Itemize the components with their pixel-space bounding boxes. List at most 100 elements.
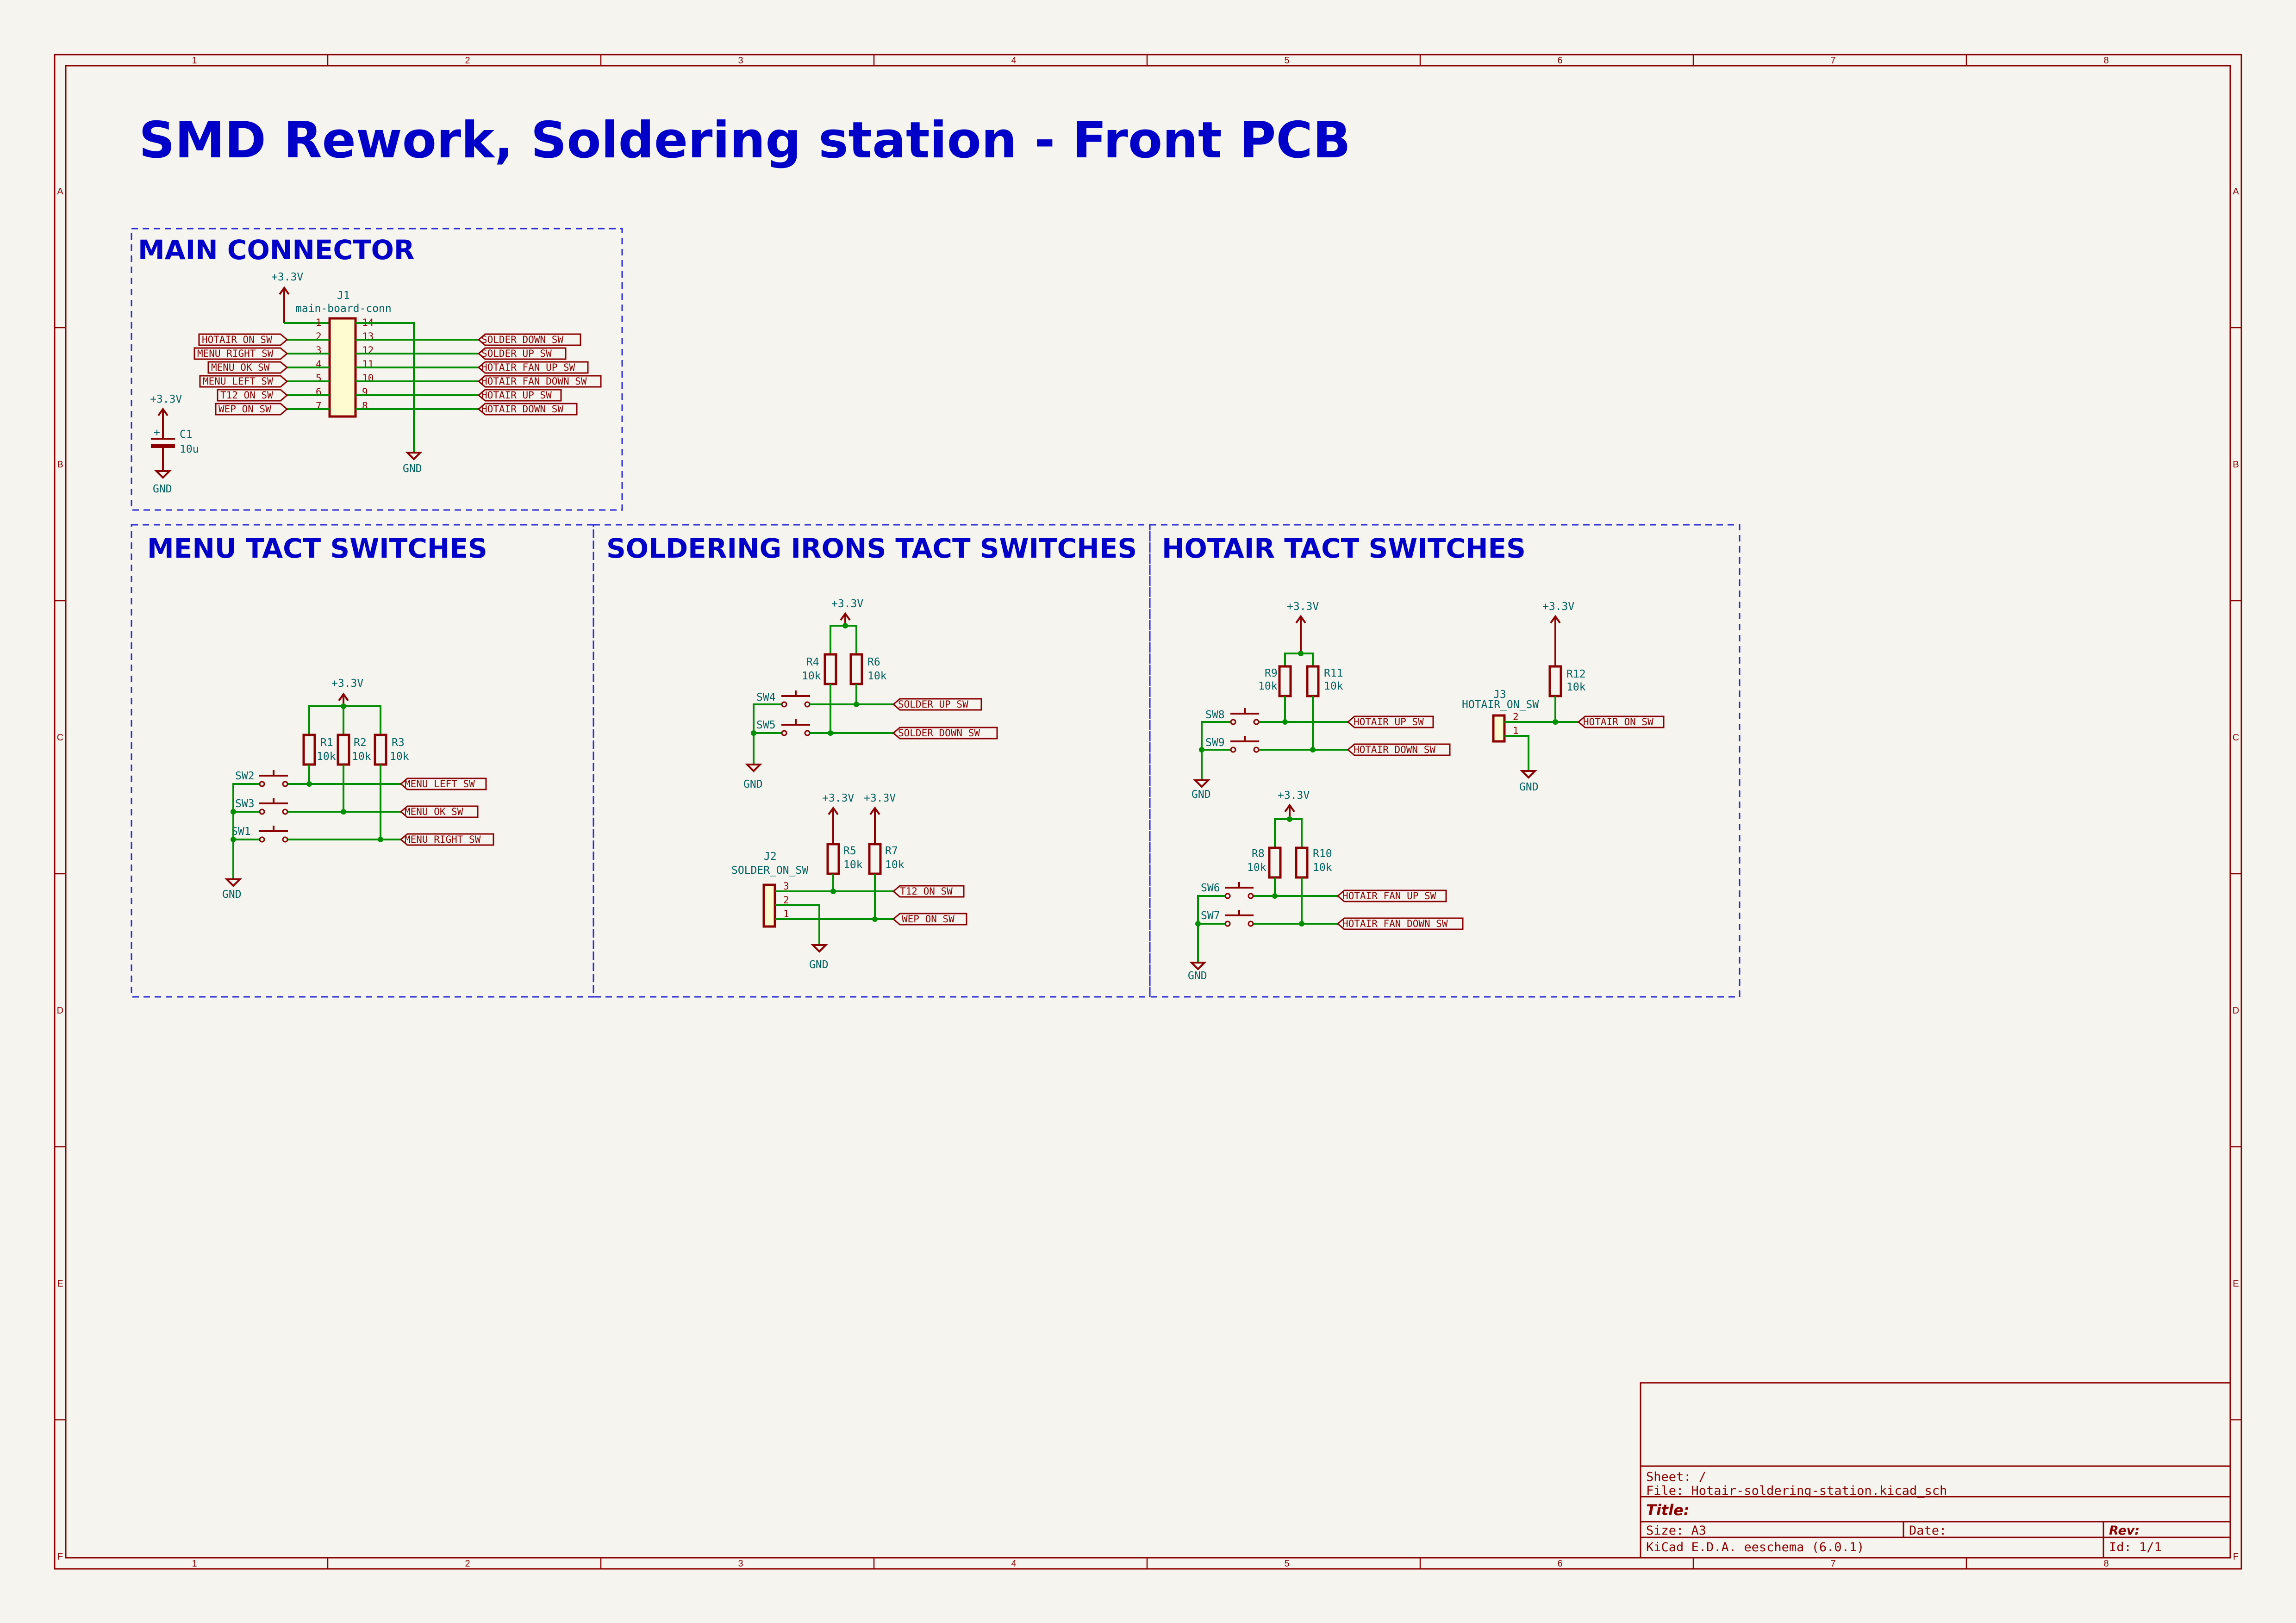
j1-net-labels-right: SOLDER_DOWN_SW SOLDER_UP_SW HOTAIR_FAN_U… — [477, 333, 602, 416]
tact-switch-sw2: SW2 — [235, 770, 288, 787]
net-label: HOTAIR_FAN_UP_SW — [1342, 890, 1436, 902]
ruler-ticks — [55, 55, 2241, 1569]
net-label: HOTAIR_UP_SW — [1354, 716, 1424, 728]
net-label: HOTAIR_FAN_DOWN_SW — [481, 376, 587, 387]
svg-text:R5: R5 — [843, 845, 856, 857]
svg-text:SW8: SW8 — [1205, 709, 1225, 721]
svg-text:5: 5 — [1284, 1559, 1289, 1569]
svg-text:+3.3V: +3.3V — [1542, 601, 1574, 613]
ruler-row-labels-right: A B C D E F — [2233, 187, 2240, 1562]
tb-id: Id: 1/1 — [2109, 1540, 2162, 1555]
svg-text:SW3: SW3 — [235, 798, 255, 810]
j1-net-labels-left: HOTAIR_ON_SW MENU_RIGHT_SW MENU_OK_SW ME… — [193, 333, 288, 416]
tb-file: File: Hotair-soldering-station.kicad_sch — [1646, 1484, 1947, 1498]
net-label: SOLDER_DOWN_SW — [481, 334, 563, 345]
tb-size: Size: A3 — [1646, 1524, 1706, 1538]
svg-text:2: 2 — [465, 1559, 470, 1569]
svg-text:GND: GND — [743, 778, 763, 790]
svg-text:+3.3V: +3.3V — [1278, 790, 1310, 802]
ruler-column-labels-top: 1 2 3 4 5 6 7 8 — [192, 56, 2109, 66]
svg-text:7: 7 — [1830, 1559, 1835, 1569]
tb-date: Date: — [1909, 1524, 1947, 1538]
sheet-frame — [54, 54, 2242, 1570]
tb-rev: Rev: — [2109, 1524, 2140, 1538]
title-block: Sheet: / File: Hotair-soldering-station.… — [1640, 1382, 2231, 1559]
svg-text:D: D — [2233, 1006, 2239, 1016]
net-label: T12_ON_SW — [900, 886, 953, 897]
net-label: SOLDER_UP_SW — [898, 699, 968, 710]
svg-text:SW9: SW9 — [1205, 737, 1225, 749]
capacitor-c1: +3.3V + C1 10u GND — [150, 393, 199, 495]
svg-text:10k: 10k — [1324, 680, 1343, 692]
svg-text:C1: C1 — [180, 429, 193, 441]
svg-text:SW5: SW5 — [756, 719, 776, 731]
svg-text:R12: R12 — [1566, 668, 1586, 680]
svg-text:10k: 10k — [1258, 680, 1278, 692]
svg-text:A: A — [2233, 187, 2239, 197]
svg-text:GND: GND — [1188, 970, 1207, 982]
svg-text:E: E — [57, 1279, 63, 1289]
net-label: WEP_ON_SW — [902, 914, 955, 925]
svg-text:1: 1 — [192, 56, 197, 66]
tact-switch-sw1: SW1 — [231, 826, 288, 843]
j3-body — [1492, 714, 1506, 743]
svg-text:E: E — [2233, 1279, 2239, 1289]
svg-text:R4: R4 — [806, 656, 819, 668]
svg-text:1: 1 — [783, 908, 789, 920]
net-label: MENU_OK_SW — [211, 362, 270, 373]
svg-text:+: + — [154, 427, 160, 439]
hotair-tact-box — [1149, 524, 1741, 998]
svg-text:6: 6 — [1557, 56, 1562, 66]
svg-text:10k: 10k — [1566, 681, 1586, 693]
svg-text:3: 3 — [738, 56, 743, 66]
svg-text:7: 7 — [1830, 56, 1835, 66]
ruler-row-labels-left: A B C D E F — [57, 187, 64, 1562]
svg-text:SW4: SW4 — [756, 691, 776, 703]
svg-text:+3.3V: +3.3V — [331, 678, 363, 690]
svg-text:10k: 10k — [1247, 862, 1267, 874]
irons-tact-box — [593, 524, 1151, 998]
net-label: WEP_ON_SW — [218, 404, 271, 415]
svg-text:GND: GND — [222, 889, 242, 901]
svg-text:R2: R2 — [354, 737, 367, 749]
net-label: MENU_LEFT_SW — [203, 376, 273, 387]
svg-text:3: 3 — [738, 1559, 743, 1569]
svg-text:5: 5 — [1284, 56, 1289, 66]
svg-text:10k: 10k — [802, 670, 821, 682]
ruler-column-labels-bottom: 1 2 3 4 5 6 7 8 — [192, 1559, 2109, 1569]
svg-text:2: 2 — [783, 895, 789, 906]
net-label: MENU_RIGHT_SW — [405, 834, 481, 845]
svg-text:F: F — [57, 1552, 63, 1562]
net-label: T12_ON_SW — [220, 390, 273, 401]
tact-switch-sw3: SW3 — [235, 798, 288, 815]
svg-text:R6: R6 — [867, 656, 880, 668]
svg-text:SW7: SW7 — [1201, 910, 1220, 922]
net-label: HOTAIR_DOWN_SW — [1354, 744, 1435, 755]
svg-text:A: A — [57, 187, 63, 197]
svg-text:10k: 10k — [352, 751, 371, 763]
svg-text:+3.3V: +3.3V — [150, 393, 182, 405]
tb-sheet: Sheet: / — [1646, 1470, 1706, 1484]
svg-text:4: 4 — [1011, 1559, 1016, 1569]
tact-switch-sw8: SW8 — [1205, 708, 1260, 725]
svg-text:10k: 10k — [843, 859, 863, 871]
svg-text:D: D — [57, 1006, 63, 1016]
j2-value: SOLDER_ON_SW — [731, 864, 808, 877]
svg-text:10k: 10k — [390, 751, 409, 763]
svg-text:+3.3V: +3.3V — [822, 792, 854, 804]
svg-text:GND: GND — [1519, 781, 1539, 793]
j2-body — [762, 883, 776, 928]
svg-text:2: 2 — [465, 56, 470, 66]
net-label: HOTAIR_UP_SW — [481, 390, 552, 401]
j1-body — [328, 317, 357, 418]
svg-text:R7: R7 — [885, 845, 898, 857]
tact-switch-sw9: SW9 — [1205, 736, 1260, 753]
svg-text:3: 3 — [783, 881, 789, 892]
j3-ref: J3 — [1493, 689, 1506, 701]
main-connector-box — [131, 228, 623, 511]
section-title-main-connector: MAIN CONNECTOR — [138, 234, 415, 266]
svg-text:GND: GND — [403, 463, 422, 475]
svg-text:10u: 10u — [180, 443, 199, 455]
net-label: SOLDER_UP_SW — [481, 348, 552, 359]
